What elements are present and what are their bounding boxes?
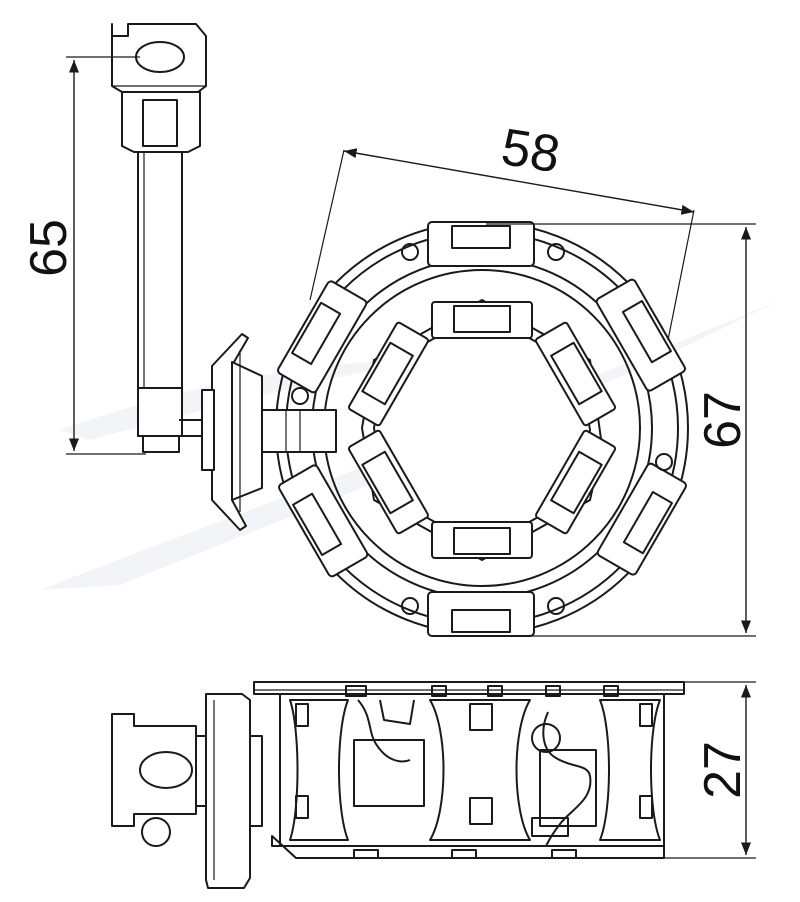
dimension-27: 27 <box>664 681 756 859</box>
dimension-label-65: 65 <box>20 219 78 277</box>
dimension-58: 58 <box>309 118 695 341</box>
brush-lead-terminal <box>111 23 211 453</box>
brush-holder-side-view <box>111 681 685 889</box>
brush-pockets <box>347 301 617 559</box>
ring-tabs <box>277 221 687 637</box>
brush-holder-ring <box>201 221 689 637</box>
dimension-65: 65 <box>20 56 146 455</box>
dimension-label-58: 58 <box>498 118 564 184</box>
dimension-67: 67 <box>486 223 756 637</box>
side-pockets <box>289 699 661 841</box>
dimension-label-67: 67 <box>694 391 752 449</box>
dimension-label-27: 27 <box>694 741 752 799</box>
